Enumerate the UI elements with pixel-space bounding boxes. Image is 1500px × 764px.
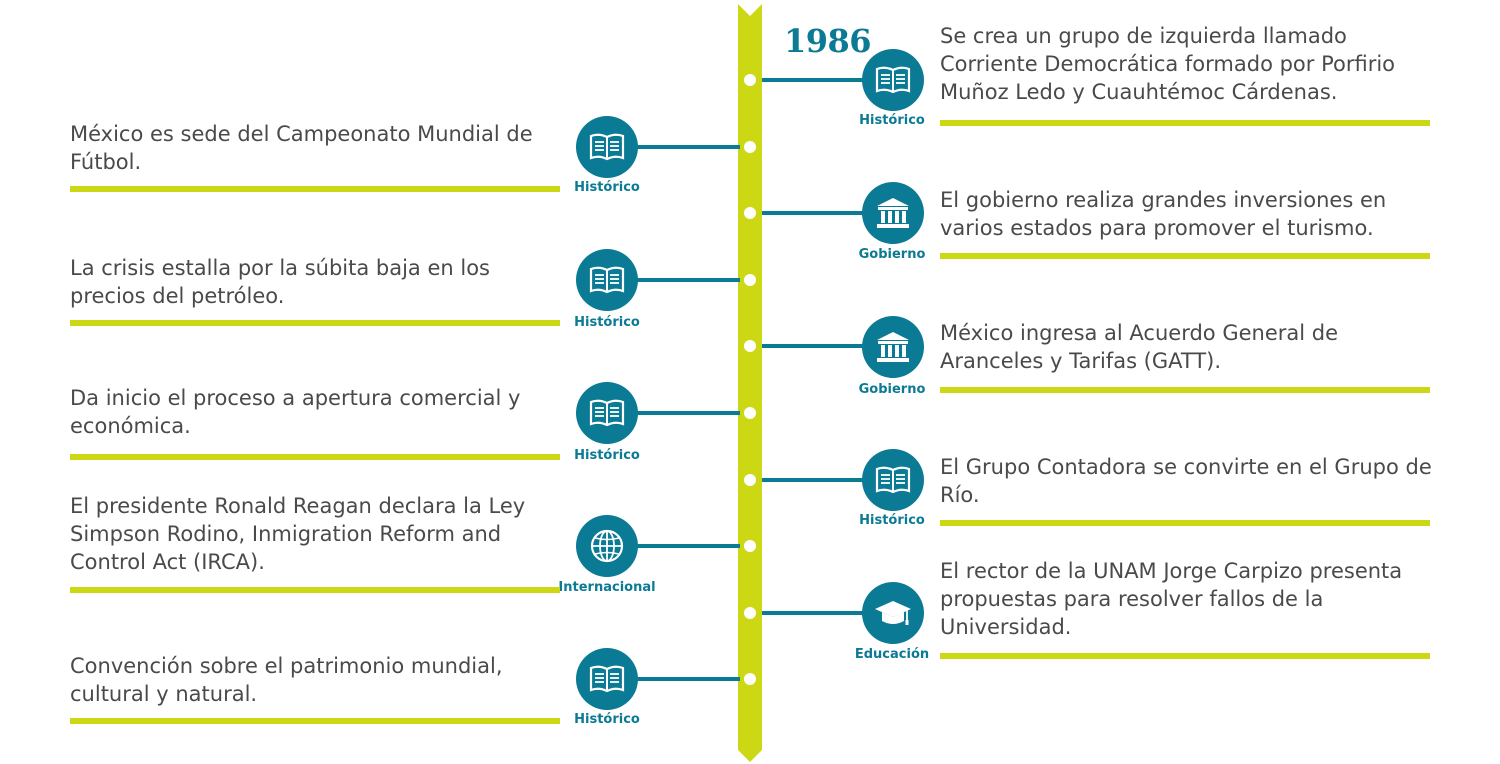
connector-line <box>628 544 740 548</box>
book-icon <box>589 266 625 294</box>
timeline-node <box>744 474 756 486</box>
government-building-icon <box>877 332 909 362</box>
globe-icon <box>590 529 624 563</box>
event-underline <box>70 186 560 192</box>
timeline-node <box>744 540 756 552</box>
timeline-node <box>744 407 756 419</box>
connector-line <box>628 677 740 681</box>
category-badge <box>576 382 638 444</box>
connector-line <box>762 478 872 482</box>
category-badge <box>862 582 924 644</box>
category-label: Histórico <box>859 113 925 128</box>
timeline-node <box>744 607 756 619</box>
book-icon <box>875 466 911 494</box>
connector-line <box>628 145 740 149</box>
book-icon <box>875 66 911 94</box>
category-label: Histórico <box>574 315 640 330</box>
timeline-node <box>744 74 756 86</box>
category-badge <box>862 182 924 244</box>
category-label: Educación <box>854 647 930 662</box>
book-icon <box>589 133 625 161</box>
timeline-node <box>744 141 756 153</box>
year-label: 1986 <box>784 22 872 60</box>
event-text: Se crea un grupo de izquierda llamado Co… <box>940 24 1396 104</box>
category-badge <box>576 249 638 311</box>
event-text: La crisis estalla por la súbita baja en … <box>70 256 490 308</box>
timeline-node <box>744 274 756 286</box>
timeline-node <box>744 207 756 219</box>
event-underline <box>940 120 1430 126</box>
government-building-icon <box>877 198 909 228</box>
event-underline <box>940 520 1430 526</box>
timeline-node <box>744 673 756 685</box>
category-label: Histórico <box>859 513 925 528</box>
event-underline <box>70 320 560 326</box>
connector-line <box>628 278 740 282</box>
category-badge <box>576 515 638 577</box>
category-badge <box>862 49 924 111</box>
event-text: El gobierno realiza grandes inversiones … <box>940 188 1387 240</box>
category-badge <box>862 449 924 511</box>
timeline-spine <box>738 4 762 762</box>
event-text: Da inicio el proceso a apertura comercia… <box>70 386 521 438</box>
connector-line <box>762 344 872 348</box>
category-label: Histórico <box>574 448 640 463</box>
connector-line <box>762 78 872 82</box>
connector-line <box>762 611 872 615</box>
category-badge <box>862 316 924 378</box>
category-label: Histórico <box>574 712 640 727</box>
connector-line <box>628 411 740 415</box>
event-text: El Grupo Contadora se convirte en el Gru… <box>940 455 1432 507</box>
graduation-cap-icon <box>875 601 911 625</box>
book-icon <box>589 399 625 427</box>
event-underline <box>70 718 560 724</box>
connector-line <box>762 211 872 215</box>
book-icon <box>589 665 625 693</box>
event-text: México es sede del Campeonato Mundial de… <box>70 122 533 174</box>
category-label: Internacional <box>558 580 656 595</box>
event-text: México ingresa al Acuerdo General de Ara… <box>940 321 1339 373</box>
event-underline <box>940 653 1430 659</box>
category-badge <box>576 648 638 710</box>
event-text: El rector de la UNAM Jorge Carpizo prese… <box>940 559 1403 639</box>
event-text: El presidente Ronald Reagan declara la L… <box>70 494 526 574</box>
category-badge <box>576 116 638 178</box>
timeline-node <box>744 340 756 352</box>
event-text: Convención sobre el patrimonio mundial, … <box>70 654 503 706</box>
category-label: Histórico <box>574 180 640 195</box>
event-underline <box>940 387 1430 393</box>
event-underline <box>70 454 560 460</box>
category-label: Gobierno <box>858 247 926 262</box>
category-label: Gobierno <box>858 382 926 397</box>
event-underline <box>940 253 1430 259</box>
event-underline <box>70 587 560 593</box>
